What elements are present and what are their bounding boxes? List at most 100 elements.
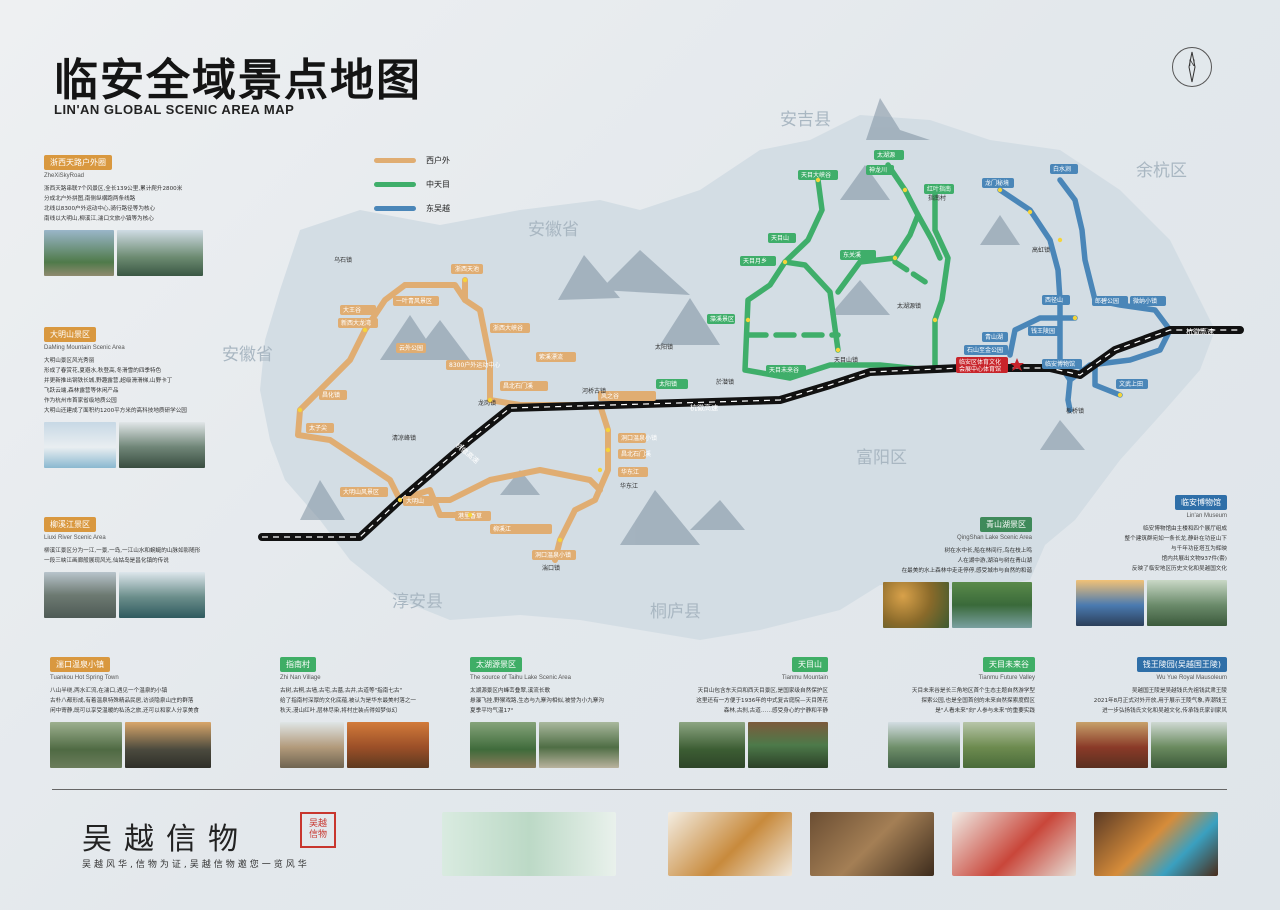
desc-line: 进一步弘扬钱氏文化和吴越文化,传承钱氏家训家风	[1102, 708, 1227, 714]
legend-label: 东吴越	[426, 203, 450, 213]
stop-label: 龙岗镇	[478, 399, 496, 407]
page-title: 临安全域景点地图	[54, 55, 422, 106]
stop-label: 云外公园	[399, 344, 423, 352]
desc-line: 是"人看未来"向"人参与未来"的重要实践	[935, 708, 1035, 714]
photo-valley	[888, 722, 960, 768]
brand-name: 吴越信物	[82, 822, 250, 857]
stop-label: 大王谷	[343, 306, 361, 314]
stop-label: 华东江	[621, 468, 639, 476]
highlight-label: 临安区体育文化	[959, 358, 1001, 366]
desc-line: 闲中寄静,既可以享受温暖的私汤之旅,还可以和家人分享美食	[50, 708, 199, 714]
section-title: 钱王陵园(吴越国王陵)	[1136, 657, 1227, 672]
stop-label: 天目大峡谷	[801, 171, 831, 179]
desc-line: 八山半绕,两水汇流,在湍口,遇见一个温泉的小镇	[50, 688, 168, 694]
region-anhui-1: 安徽省	[528, 220, 579, 240]
section-desc: 柳溪江景区分为一江,一景,一岛,一江山水和蜿蜒的山脉如影随形 一段三峡江画廊般展…	[44, 546, 234, 566]
desc-line: 南线以大明山,柳溪江,湍口文旅小镇等为核心	[44, 216, 154, 222]
photo-cyclists	[44, 230, 114, 276]
region-anhui-2: 安徽省	[222, 345, 273, 365]
section-en: Zhi Nan Village	[280, 675, 321, 681]
photo-palace	[1076, 722, 1148, 768]
desc-line: 作为杭州市首家省级地质公园	[44, 398, 117, 404]
desc-line: 探索公园,也是全国首创的未来自然探索度假区	[921, 698, 1035, 704]
stop-label: 东关溪	[843, 251, 861, 259]
photo-sunset	[125, 722, 211, 768]
desc-line: 吴越国王陵是吴越钱氏先祖钱武肃王陵	[1131, 688, 1227, 694]
section-en: Liuxi River Scenic Area	[44, 535, 106, 541]
seal-stamp: 吴越信物	[300, 812, 336, 848]
highway-label-1: 杭徽高速	[690, 403, 718, 412]
stop-label: 青山湖	[985, 333, 1003, 341]
photo-temple	[679, 722, 745, 768]
compass-icon: N	[1172, 47, 1212, 87]
photo-lake-aerial	[952, 582, 1032, 628]
section-liuxi: 柳溪江景区 Liuxi River Scenic Area 柳溪江景区分为一江,…	[44, 512, 234, 618]
desc-line: 浙西天路串联7个风景区,全长139公里,累计爬升2800米	[44, 186, 183, 192]
stop-label: 河桥古镇	[582, 387, 606, 395]
section-title: 天目山	[792, 657, 828, 672]
section-photos	[44, 422, 234, 468]
section-en: DaMing Mountain Scenic Area	[44, 345, 125, 351]
section-en: ZheXiSkyRoad	[44, 173, 85, 179]
stop-label: 洞口温泉小镇	[535, 551, 571, 559]
desc-line: 森林,古刹,古道……感受身心的宁静和平静	[723, 708, 828, 714]
section-en: QingShan Lake Scenic Area	[956, 535, 1032, 541]
stop-label: 华东江	[620, 482, 638, 490]
product-bookmark	[668, 812, 792, 876]
section-en: Tianmu Future Valley	[978, 675, 1035, 681]
photo-village	[280, 722, 344, 768]
legend-item-west: 西户外	[374, 148, 450, 172]
desc-line: 在最美的水上森林中走走停停,感受城市与自然的和谐	[901, 568, 1032, 574]
stop-label: 大明山风景区	[343, 488, 379, 496]
section-desc: 太湖源景区内峰峦叠翠,溪流长歌 悬瀑飞挂,野猴戏路,生态与九寨沟相似,被誉为小九…	[470, 686, 645, 716]
stop-label: 风之谷	[601, 392, 619, 400]
product-fan	[952, 812, 1076, 876]
desc-line: 形成了春赏花,夏避水,秋登高,冬滑雪的四季特色	[44, 368, 162, 374]
legend-label: 西户外	[426, 155, 450, 165]
section-tianmu: 天目山 Tianmu Mountain 天目山包含东天目和西天目景区,是国家级自…	[668, 652, 828, 768]
section-en: The source of Taihu Lake Scenic Area	[470, 675, 571, 681]
section-desc: 临安博物馆由主楼和四个展厅组成 整个建筑群宛如一条长龙,静卧在功臣山下 与千年功…	[1062, 524, 1227, 574]
photo-waterfall	[539, 722, 619, 768]
stop-label: 浙西大峡谷	[493, 324, 523, 332]
section-desc: 天目山包含东天目和西天目景区,是国家级自然保护区 这里还有一方便于1936年的中…	[668, 686, 828, 716]
desc-line: 太湖源景区内峰峦叠翠,溪流长歌	[470, 688, 551, 694]
stop-label: 浙西天池	[455, 265, 479, 273]
legend-label: 中天目	[426, 179, 450, 189]
desc-line: 反映了临安地区历史文化和吴越国文化	[1131, 566, 1227, 572]
stop-label: 太湖源	[877, 151, 895, 159]
compass-north-label: N	[1188, 58, 1196, 68]
desc-line: 北线以8300户外运动中心,骑行路径等为核心	[44, 206, 156, 212]
photo-ski	[44, 422, 116, 468]
product-glass-ornaments	[1094, 812, 1218, 876]
stop-label: 昌北石门溪	[621, 450, 651, 458]
stop-label: 太子尖	[309, 424, 327, 432]
stop-label: 太湖源镇	[897, 302, 921, 310]
legend-line-west	[374, 157, 416, 163]
section-photos	[880, 582, 1032, 628]
stop-dots	[297, 177, 1123, 543]
section-en: Tianmu Mountain	[781, 675, 828, 681]
stop-label: 於潜镇	[716, 378, 734, 386]
photo-tomb	[1151, 722, 1227, 768]
section-en: Wu Yue Royal Mausoleum	[1156, 675, 1227, 681]
stop-label: 太阳镇	[655, 343, 673, 351]
green-stops: 天目大峡谷 太湖源 神龙川 红叶指南 天目山 天目月乡 东关溪 藻溪景区 天目未…	[656, 150, 954, 389]
section-daming: 大明山景区 DaMing Mountain Scenic Area 大明山景区风…	[44, 322, 234, 468]
section-taihuyuan: 太湖源景区 The source of Taihu Lake Scenic Ar…	[470, 652, 645, 768]
section-photos	[1062, 722, 1227, 768]
section-title: 临安博物馆	[1175, 495, 1227, 510]
stop-label: 文武上田	[1119, 380, 1143, 388]
legend-item-east: 东吴越	[374, 196, 450, 220]
section-photos	[1062, 580, 1227, 626]
page-subtitle: LIN'AN GLOBAL SCENIC AREA MAP	[54, 102, 295, 117]
map-base	[260, 115, 1215, 640]
section-title: 天目未来谷	[983, 657, 1035, 672]
legend-line-east	[374, 205, 416, 211]
product-carving	[810, 812, 934, 876]
photo-cliff	[119, 422, 205, 468]
stop-label: 昌化镇	[322, 391, 340, 399]
section-desc: 大明山景区风光秀丽 形成了春赏花,夏避水,秋登高,冬滑雪的四季特色 并更新推出钢…	[44, 356, 234, 416]
